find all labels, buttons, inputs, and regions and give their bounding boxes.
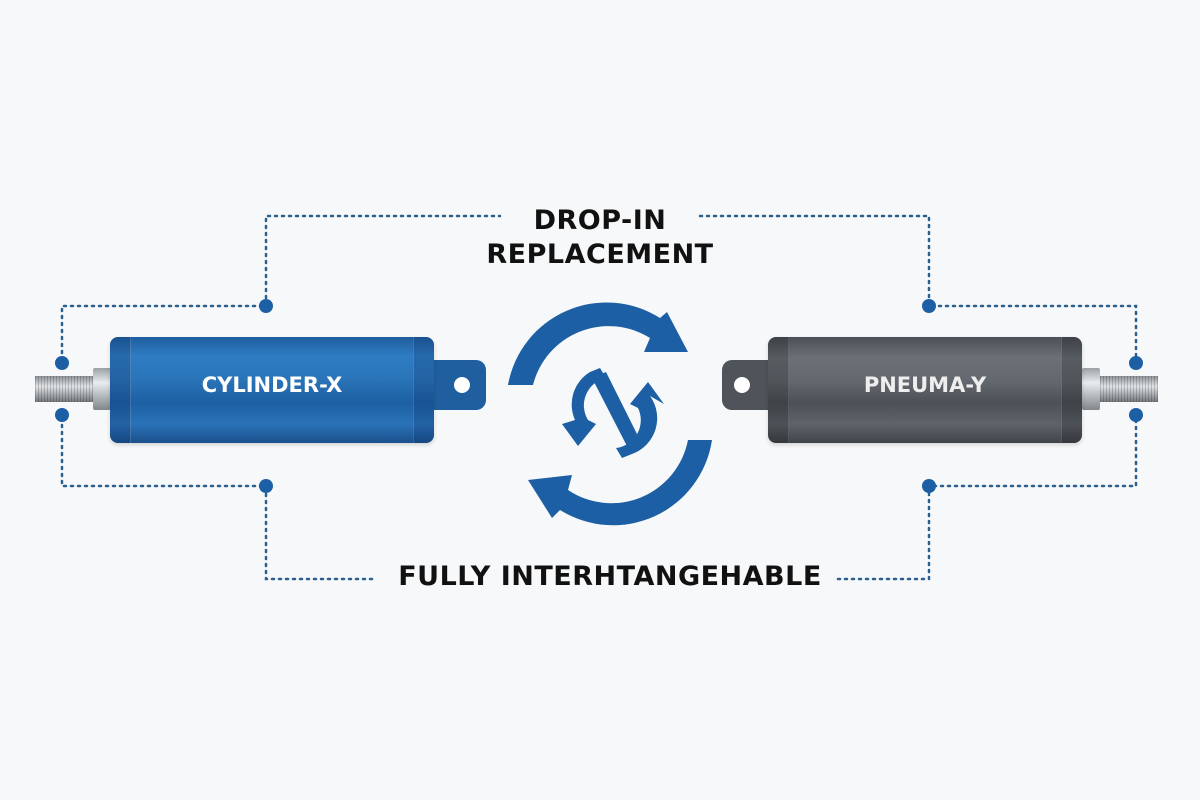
pneuma-y-mounting-lug: [722, 360, 772, 410]
cylinder-x-body: CYLINDER-X: [110, 337, 434, 443]
node-dot: [1129, 356, 1143, 370]
end-cap: [1061, 337, 1082, 443]
mount-hole: [454, 377, 470, 393]
node-dot: [55, 356, 69, 370]
node-dot: [259, 299, 273, 313]
mount-hole: [734, 377, 750, 393]
drop-in-replacement-label: DROP-IN REPLACEMENT: [450, 204, 750, 272]
pneuma-y-label: PNEUMA-Y: [863, 373, 987, 397]
end-cap: [413, 337, 434, 443]
top-label-line2: REPLACEMENT: [486, 239, 714, 270]
cylinder-x-collar: [93, 368, 111, 410]
end-cap: [110, 337, 131, 443]
top-label-line1: DROP-IN: [533, 205, 667, 236]
node-dot: [922, 479, 936, 493]
node-dot: [922, 299, 936, 313]
pneuma-y-threaded-rod: [1100, 376, 1158, 402]
cylinder-x-label: CYLINDER-X: [201, 373, 343, 397]
node-dot: [1129, 408, 1143, 422]
pneuma-y-body: PNEUMA-Y: [768, 337, 1082, 443]
node-dot: [259, 479, 273, 493]
end-cap: [768, 337, 789, 443]
pneuma-y-collar: [1082, 368, 1100, 410]
swap-arrows-icon: [508, 302, 712, 526]
cylinder-x-mounting-lug: [430, 360, 486, 410]
cylinder-x-threaded-rod: [35, 376, 93, 402]
node-dot: [55, 408, 69, 422]
fully-interchangeable-label: FULLY INTERHTANGEHABLE: [398, 561, 822, 592]
